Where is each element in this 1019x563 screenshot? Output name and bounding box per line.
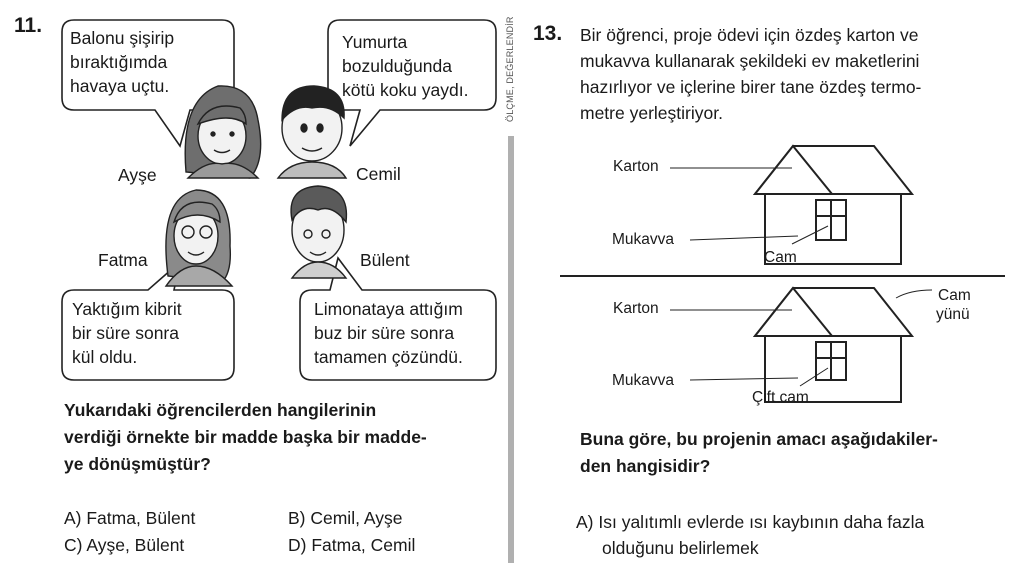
label-cam: Cam [764, 249, 797, 266]
bubble-text-ayse: Balonu şişirip bıraktığımda havaya uçtu. [70, 28, 175, 96]
speech-bubble-bulent [299, 256, 497, 381]
bulent-figure [290, 185, 348, 279]
question-13-number: 13. [533, 22, 563, 45]
label-mukavva-2: Mukavva [612, 372, 675, 389]
speech-bubble-fatma [61, 259, 235, 381]
speech-bubble-cemil [327, 19, 497, 147]
label-cift-cam: Çift cam [752, 389, 809, 406]
question-11-number: 11. [14, 14, 43, 37]
label-mukavva-1: Mukavva [612, 231, 675, 248]
house-2 [752, 286, 915, 403]
label-cam-yunu-1: Cam [938, 287, 971, 304]
bubble-text-fatma: Yaktığım kibrit bir süre sonra kül oldu. [72, 299, 182, 367]
question-13-text: Bir öğrenci, proje ödevi için özdeş kart… [580, 25, 922, 123]
bubble-text-bulent: Limonataya attığım buz bir süre sonra ta… [314, 299, 463, 367]
q13-option-a-cont[interactable]: olduğunu belirlemek [602, 538, 759, 558]
label-karton-1: Karton [613, 158, 659, 175]
name-cemil: Cemil [356, 164, 401, 184]
speech-bubble-ayse [61, 19, 235, 148]
question-13-prompt: Buna göre, bu projenin amacı aşağıdakile… [580, 429, 938, 476]
ayse-figure [184, 85, 262, 179]
q11-option-d[interactable]: D) Fatma, Cemil [288, 535, 416, 555]
name-ayse: Ayşe [118, 165, 157, 185]
house-1 [752, 144, 915, 265]
bubble-text-cemil: Yumurta bozulduğunda kötü koku yaydı. [342, 32, 469, 100]
cemil-figure [276, 85, 348, 179]
house-diagram [560, 144, 1005, 403]
q11-option-c[interactable]: C) Ayşe, Bülent [64, 535, 185, 555]
q13-option-a[interactable]: A) Isı yalıtımlı evlerde ısı kaybının da… [576, 512, 925, 532]
q11-option-b[interactable]: B) Cemil, Ayşe [288, 508, 403, 528]
side-label: ÖLÇME, DEĞERLENDİR [505, 16, 515, 122]
fatma-figure [164, 189, 234, 287]
name-bulent: Bülent [360, 250, 410, 270]
q11-illustration [61, 19, 497, 381]
label-karton-2: Karton [613, 300, 659, 317]
name-fatma: Fatma [98, 250, 148, 270]
q11-option-a[interactable]: A) Fatma, Bülent [64, 508, 196, 528]
label-cam-yunu-2: yünü [936, 306, 970, 323]
question-11-text: Yukarıdaki öğrencilerden hangilerinin ve… [64, 400, 427, 474]
column-divider [508, 136, 514, 563]
